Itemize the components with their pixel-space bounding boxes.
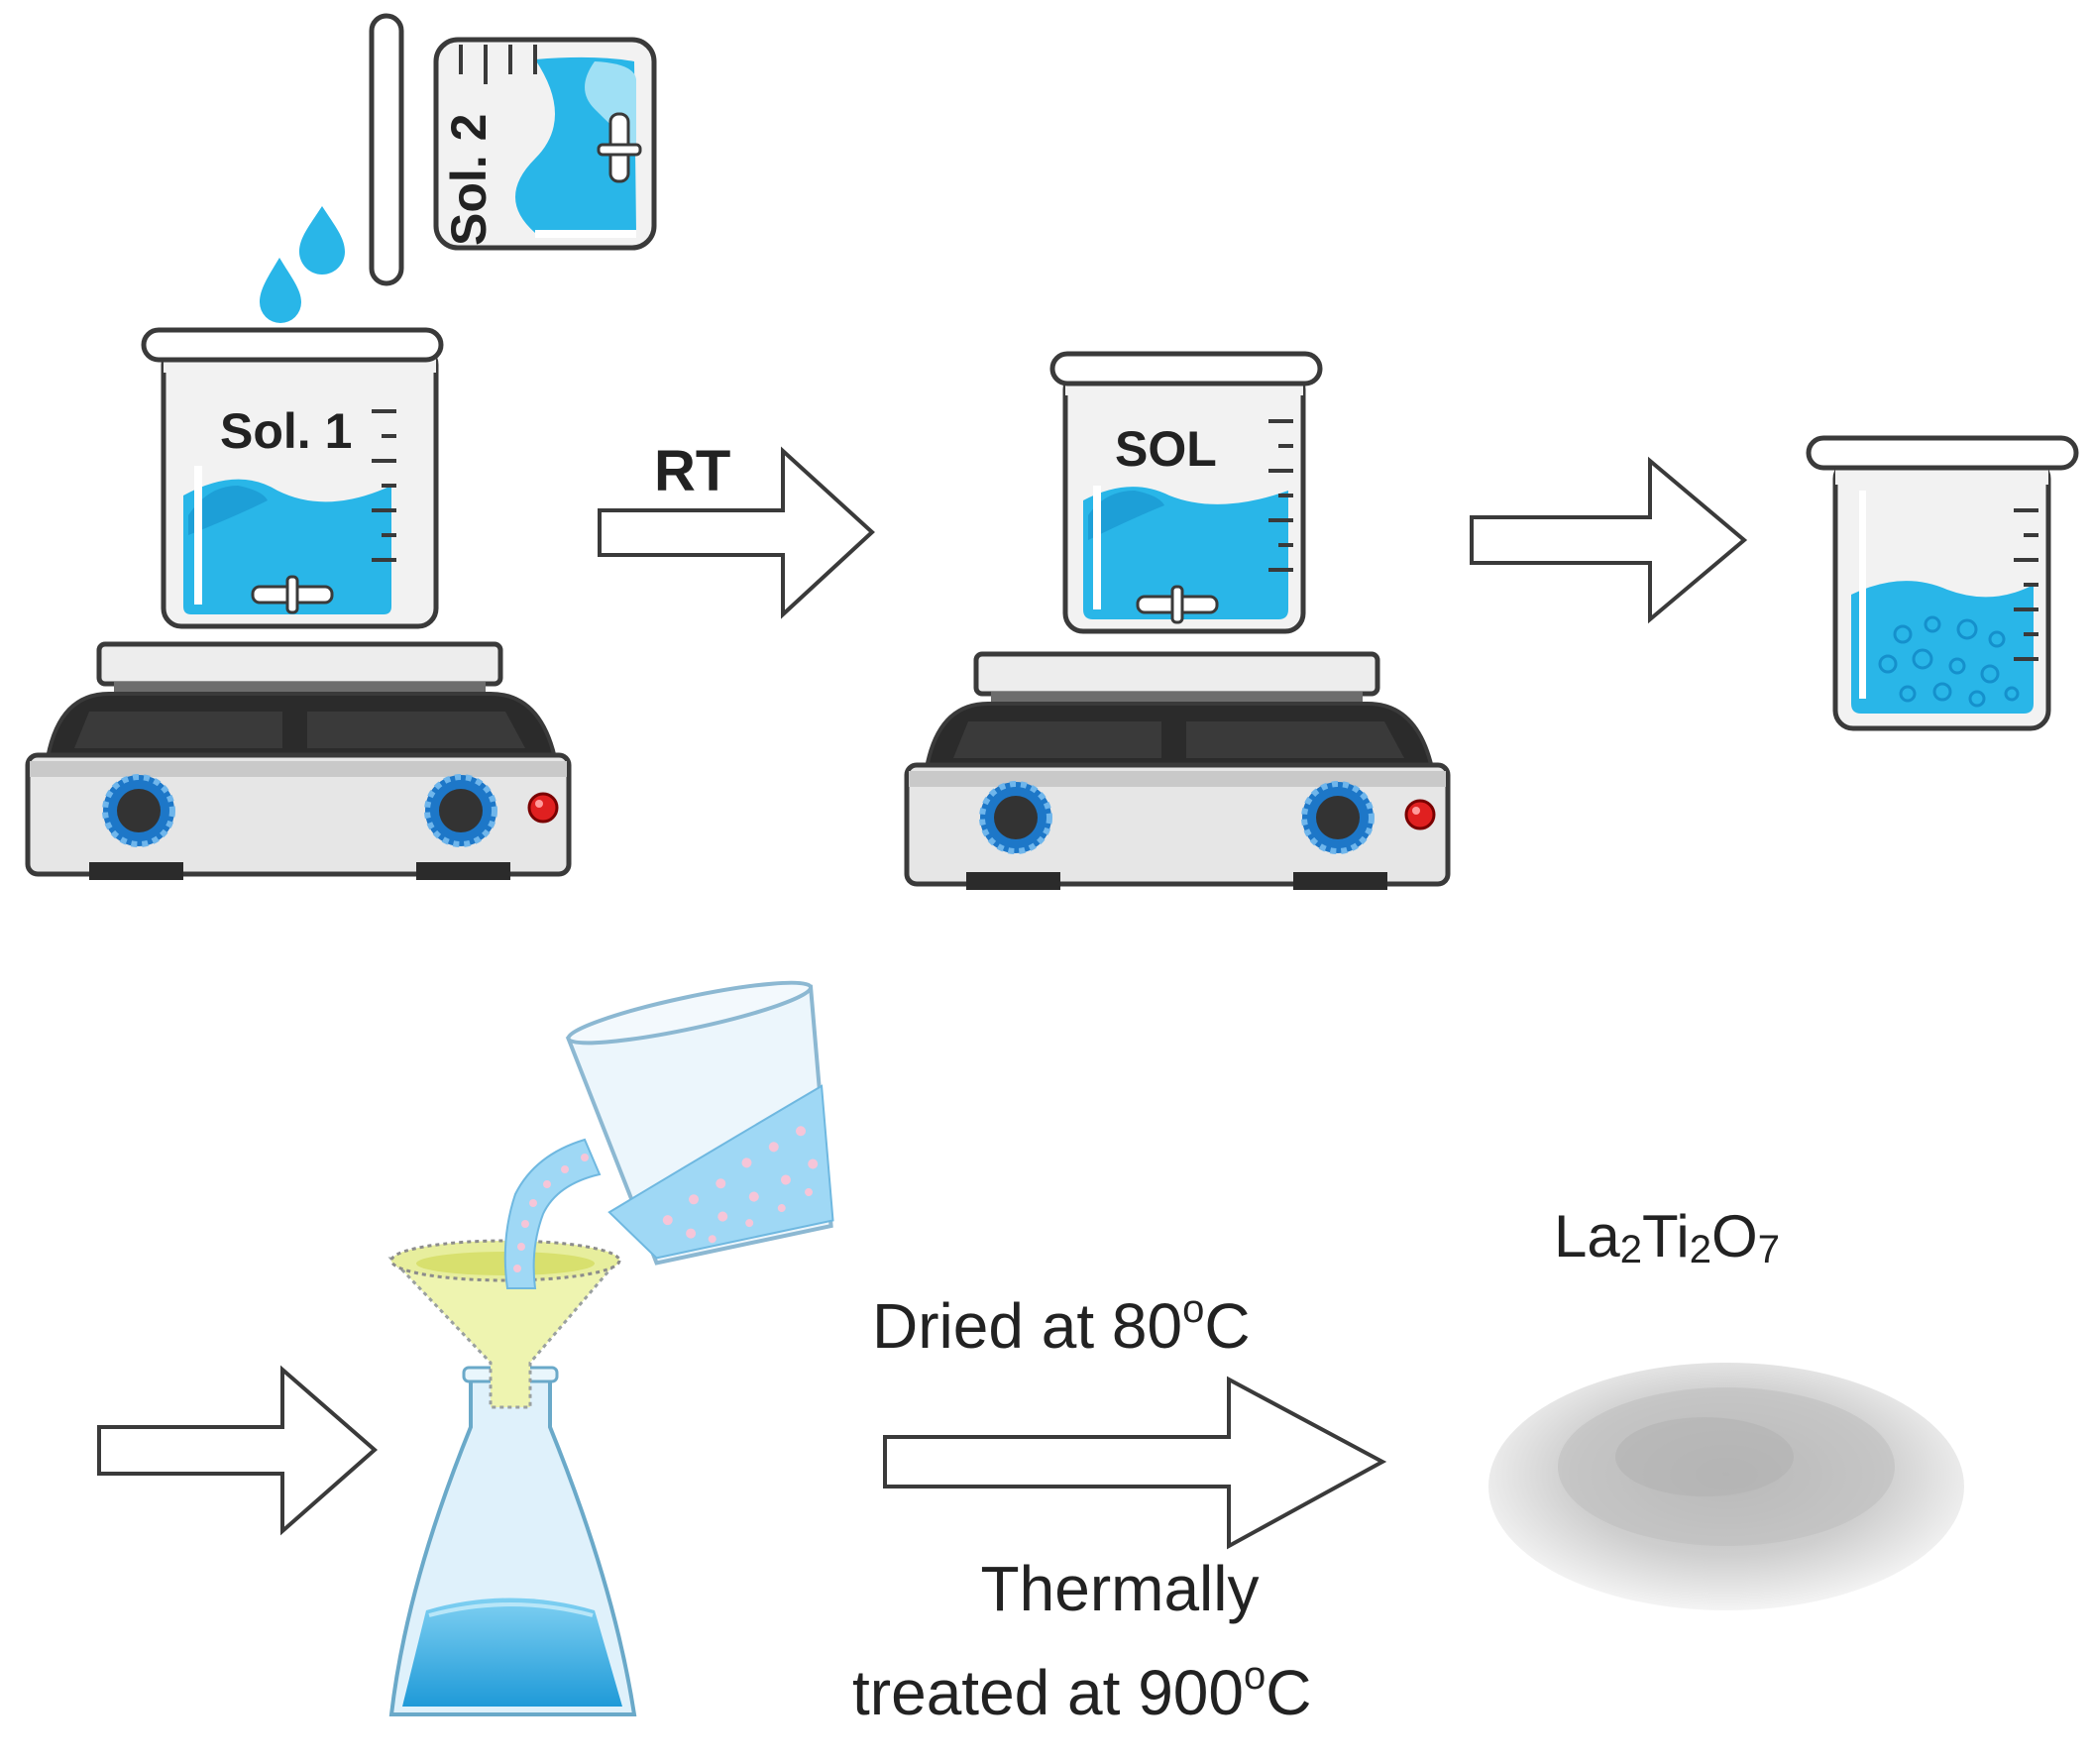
rt-label: RT: [654, 439, 730, 503]
dried-label: Dried at 80oC: [872, 1287, 1251, 1362]
product-ti: Ti: [1642, 1203, 1690, 1269]
droplets: [260, 206, 345, 323]
dried-unit: C: [1204, 1290, 1250, 1362]
product-sub-2: 2: [1690, 1228, 1711, 1271]
thermal-label-line1: Thermally: [981, 1553, 1260, 1624]
stir-bar-icon: [597, 112, 642, 183]
stream-particles: [513, 1154, 589, 1272]
sol1-graduations: [372, 409, 396, 562]
hotplate-2: [904, 651, 1451, 890]
filtration-setup: [387, 980, 834, 1716]
sol2-beaker: Sol. 2: [369, 13, 657, 286]
stir-bar-icon: [1136, 585, 1219, 624]
sol1-beaker: Sol. 1: [141, 327, 444, 629]
sol2-graduations: [459, 45, 537, 84]
knob-icon: [424, 774, 497, 847]
arrow-icon: [883, 1376, 1387, 1550]
product-label: La2Ti2O7: [1554, 1203, 1780, 1271]
precipitate-beaker: [1806, 435, 2079, 731]
thermal-label-line2: treated at 900oC: [852, 1654, 1311, 1728]
thermal-prefix: treated at 900: [852, 1657, 1244, 1728]
precipitate-graduations: [2014, 508, 2038, 661]
powder-pile: [1488, 1363, 1964, 1610]
knob-icon: [979, 781, 1052, 854]
droplet-icon: [299, 206, 345, 275]
sol-label: SOL: [1115, 421, 1217, 477]
thermal-degree: o: [1244, 1654, 1266, 1698]
product-o: O: [1711, 1203, 1758, 1269]
product-sub-3: 7: [1758, 1228, 1780, 1271]
product-la: La: [1554, 1203, 1620, 1269]
knob-icon: [1301, 781, 1375, 854]
arrow-icon: [598, 446, 875, 619]
sol1-label: Sol. 1: [220, 403, 352, 459]
stir-bar-icon: [251, 575, 334, 614]
sol-graduations: [1268, 419, 1293, 572]
arrow-icon: [97, 1365, 379, 1536]
sol2-label: Sol. 2: [441, 114, 496, 246]
arrow-icon: [1470, 456, 1748, 624]
thermal-unit: C: [1266, 1657, 1311, 1728]
droplet-icon: [260, 258, 301, 323]
particles: [1878, 615, 2020, 708]
hotplate-1: [25, 641, 572, 880]
knob-icon: [102, 774, 175, 847]
dried-degree: o: [1182, 1287, 1204, 1331]
dried-prefix: Dried at 80: [872, 1290, 1182, 1362]
led-icon: [1404, 799, 1436, 830]
product-sub-1: 2: [1620, 1228, 1642, 1271]
led-icon: [527, 792, 559, 824]
sol-beaker: SOL: [1049, 351, 1323, 634]
